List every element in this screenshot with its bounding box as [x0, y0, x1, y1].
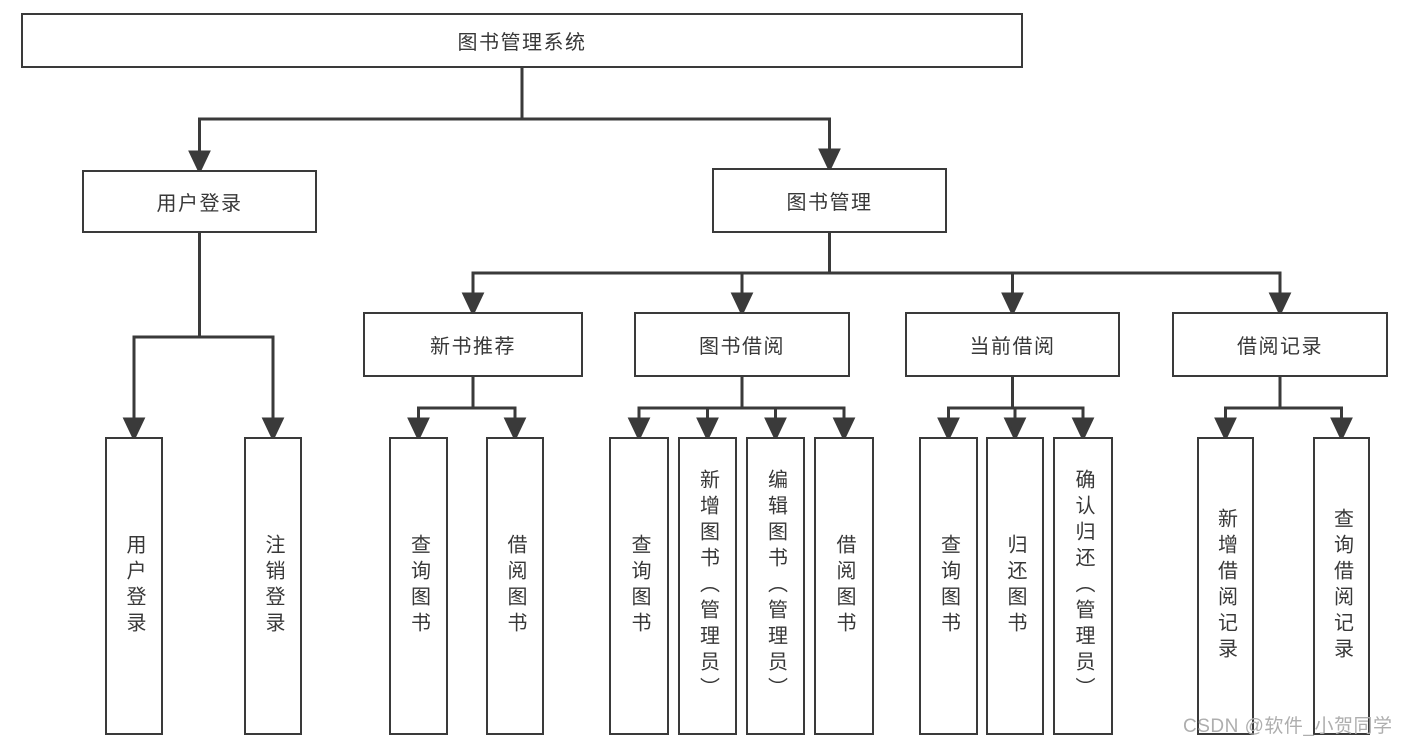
leaf-nb-query-books: 查询图书 — [389, 437, 448, 735]
leaf-cb-confirm-return-admin: 确认归还（管理员） — [1053, 437, 1113, 735]
leaf-logout-login: 注销登录 — [244, 437, 302, 735]
leaf-nb-borrow-books: 借阅图书 — [486, 437, 544, 735]
node-book-management: 图书管理 — [712, 168, 947, 233]
leaf-bb-borrow-books: 借阅图书 — [814, 437, 874, 735]
tree-edges — [122, 66, 1353, 442]
leaf-bb-edit-books-admin: 编辑图书（管理员） — [746, 437, 805, 735]
csdn-watermark: CSDN @软件_小贺同学 — [1183, 716, 1393, 737]
leaf-bb-query-books: 查询图书 — [609, 437, 669, 735]
node-user-login: 用户登录 — [82, 170, 317, 233]
node-book-management-system: 图书管理系统 — [21, 13, 1023, 68]
node-borrowing-records: 借阅记录 — [1172, 312, 1388, 377]
leaf-cb-query-books: 查询图书 — [919, 437, 978, 735]
leaf-bb-add-books-admin: 新增图书（管理员） — [678, 437, 737, 735]
node-book-borrowing: 图书借阅 — [634, 312, 850, 377]
node-current-borrowing: 当前借阅 — [905, 312, 1120, 377]
leaf-cb-return-books: 归还图书 — [986, 437, 1044, 735]
leaf-user-login: 用户登录 — [105, 437, 163, 735]
leaf-br-add-borrow-record: 新增借阅记录 — [1197, 437, 1254, 735]
node-new-book-recommendation: 新书推荐 — [363, 312, 583, 377]
leaf-br-query-borrow-record: 查询借阅记录 — [1313, 437, 1370, 735]
